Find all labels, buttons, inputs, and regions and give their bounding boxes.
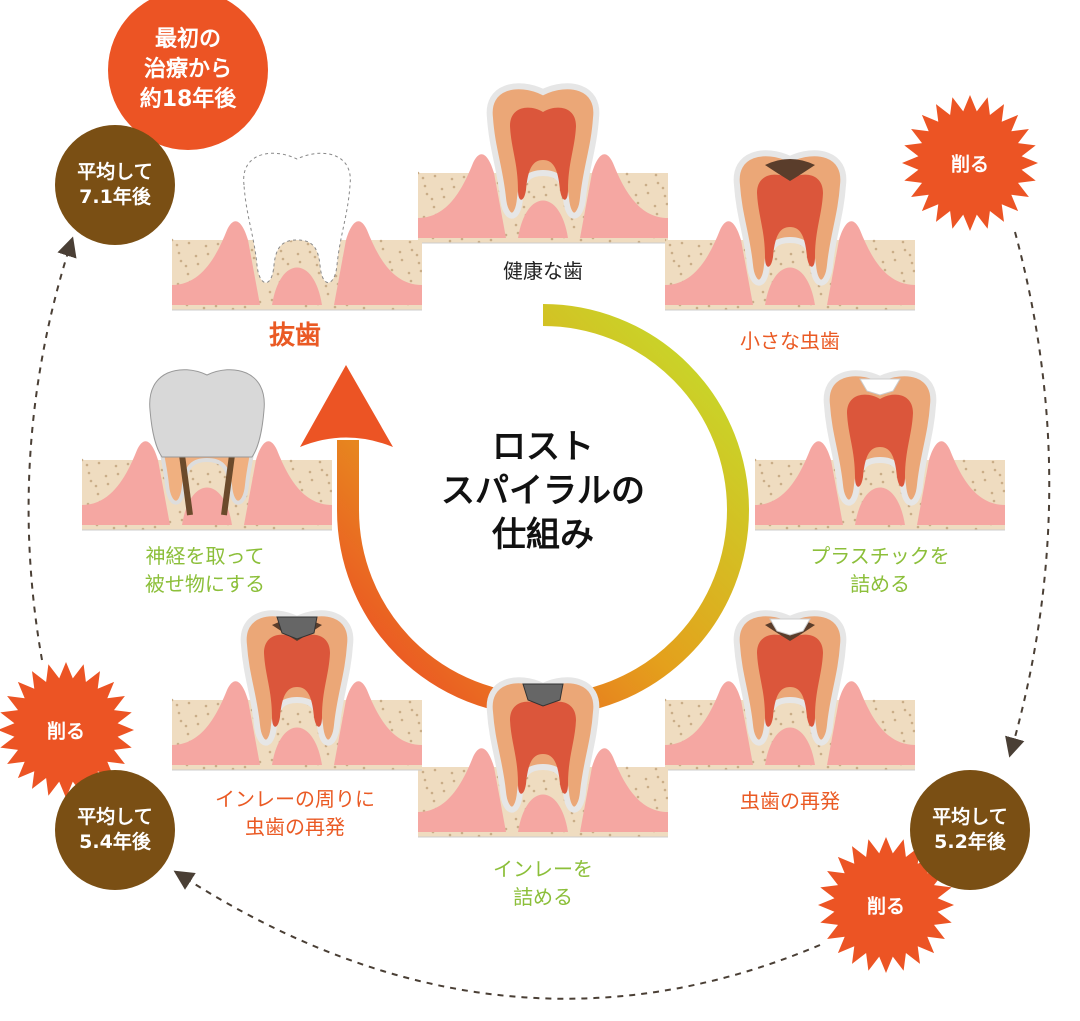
badge-first-treatment: 最初の 治療から 約18年後 <box>108 0 268 150</box>
cut-starburst <box>0 662 134 798</box>
tooth-small-cavity <box>665 150 915 311</box>
dashed-arrow-left <box>27 236 77 661</box>
label-healthy: 健康な歯 <box>503 259 583 283</box>
cut-label: 削る <box>46 720 86 743</box>
spiral-arc <box>337 304 749 716</box>
badge-avg-5-4: 平均して 5.4年後 <box>55 770 175 890</box>
badge-avg-5-2: 平均して 5.2年後 <box>910 770 1030 890</box>
label-crown: 神経を取って 被せ物にする <box>144 544 266 596</box>
cut-starburst <box>902 95 1038 231</box>
label-extraction: 抜歯 <box>268 321 322 351</box>
tooth-crown <box>82 369 332 531</box>
spiral-arrowhead <box>300 365 393 447</box>
label-small-cavity: 小さな虫歯 <box>740 329 840 353</box>
cut-starburst <box>818 837 954 973</box>
tooth-healthy <box>418 83 668 244</box>
label-recurrence: 虫歯の再発 <box>740 789 840 813</box>
label-plastic: プラスチックを 詰める <box>810 544 950 596</box>
diagram-title: ロスト スパイラルの 仕組み <box>441 427 645 555</box>
label-inlay-recurrence: インレーの周りに 虫歯の再発 <box>215 787 375 839</box>
dashed-arrow-bottom <box>173 870 821 1000</box>
dashed-arrow-right <box>1005 231 1051 758</box>
tooth-recurrence <box>665 610 915 771</box>
tooth-extracted <box>172 152 422 311</box>
cut-label: 削る <box>866 895 906 918</box>
label-inlay: インレーを 詰める <box>493 857 593 909</box>
tooth-inlay <box>418 677 668 838</box>
tooth-plastic <box>755 370 1005 531</box>
tooth-inlay-recurrence <box>172 610 422 771</box>
cut-label: 削る <box>950 153 990 176</box>
badge-avg-7-1: 平均して 7.1年後 <box>55 125 175 245</box>
